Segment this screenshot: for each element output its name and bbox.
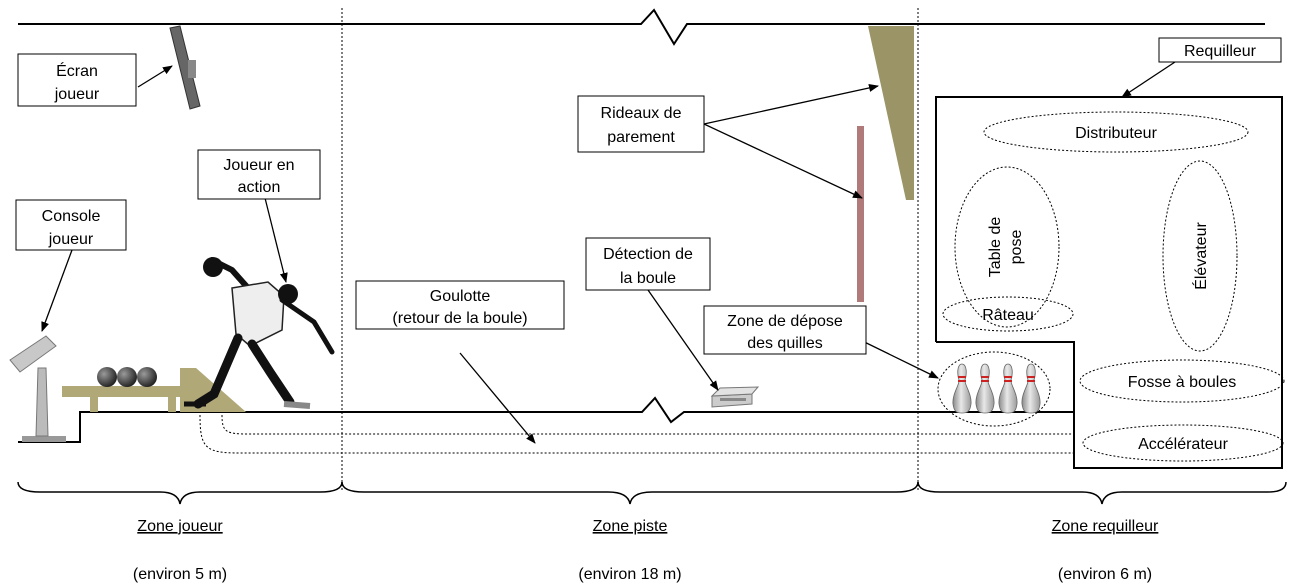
- zone-lane-size: (environ 18 m): [578, 566, 681, 583]
- masking-curtain: [868, 26, 914, 200]
- zone-lane-title: Zone piste: [593, 518, 668, 535]
- pinsetter-component-labels: Distributeur Table de pose Élévateur Rât…: [982, 125, 1236, 453]
- console-label-line2: joueur: [48, 231, 94, 248]
- player-in-action: [184, 257, 335, 409]
- pinsetter-label: Requilleur: [1184, 43, 1257, 60]
- bowling-pin: [975, 363, 995, 414]
- zone-pinsetter-size: (environ 6 m): [1058, 566, 1152, 583]
- pin-deck: [952, 363, 1041, 414]
- accelerator-label: Accélérateur: [1138, 436, 1228, 453]
- curtain-label-line2: parement: [607, 129, 675, 146]
- bowling-pin: [998, 363, 1018, 414]
- pinsetter-components: [937, 111, 1285, 462]
- zone-pinsetter-title: Zone requilleur: [1052, 518, 1159, 535]
- player-console: [9, 335, 66, 442]
- setting-table-label-line1: Table de: [987, 217, 1004, 278]
- detection-label-line2: la boule: [620, 270, 676, 287]
- callout-labels: Écran joueur Requilleur Rideaux de parem…: [42, 43, 1257, 352]
- console-label-line1: Console: [42, 208, 101, 225]
- elevator-label: Élévateur: [1191, 222, 1210, 290]
- player-screen: [169, 25, 201, 110]
- pinsetter-enclosure: [935, 96, 1283, 469]
- lane-floor: [18, 396, 1074, 443]
- ball-return-path: [199, 414, 1074, 454]
- pin-deck-label-line2: des quilles: [747, 335, 823, 352]
- ball-detector: [710, 386, 760, 408]
- bowling-pin: [1021, 363, 1041, 414]
- player-label-line2: action: [238, 179, 281, 196]
- player-label-line1: Joueur en: [223, 157, 294, 174]
- curtain-label-line1: Rideaux de: [601, 105, 682, 122]
- screen-label-line2: joueur: [54, 86, 100, 103]
- pin-deck-label-line1: Zone de dépose: [727, 313, 843, 330]
- zone-braces: [17, 481, 1287, 505]
- ball-return-label-line1: Goulotte: [430, 288, 491, 305]
- zone-player-size: (environ 5 m): [133, 566, 227, 583]
- ball-return-label-line2: (retour de la boule): [392, 310, 527, 327]
- zone-separators: [341, 8, 919, 490]
- bowling-pin: [952, 363, 972, 414]
- setting-table-label-line2: pose: [1008, 230, 1025, 265]
- screen-label-line1: Écran: [56, 61, 98, 80]
- callout-boxes: [15, 37, 1282, 355]
- zone-player-title: Zone joueur: [137, 518, 223, 535]
- rake-label: Râteau: [982, 307, 1034, 324]
- curtain-rod: [857, 126, 864, 302]
- ball-pit-label: Fosse à boules: [1128, 374, 1237, 391]
- ceiling-line: [18, 8, 1265, 46]
- zone-labels: Zone joueur (environ 5 m) Zone piste (en…: [133, 518, 1159, 583]
- distributor-label: Distributeur: [1075, 125, 1157, 142]
- detection-label-line1: Détection de: [603, 246, 693, 263]
